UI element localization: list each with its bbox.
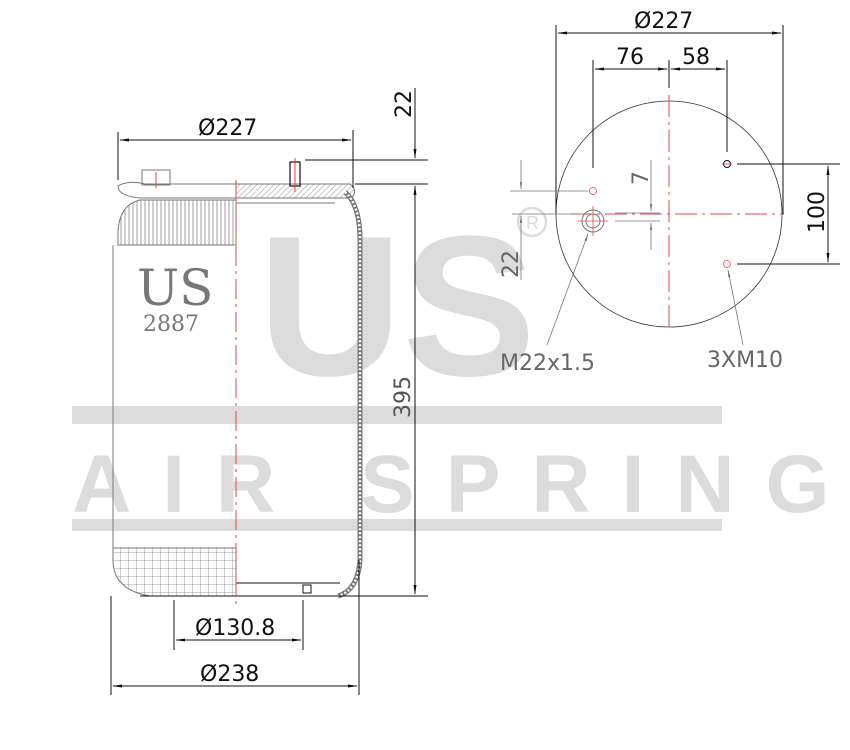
watermark-bar-bottom <box>72 519 722 531</box>
dim-piston-diameter: Ø130.8 <box>195 616 275 641</box>
dim-offset-right: 58 <box>682 45 710 70</box>
brand-label: US <box>137 259 213 317</box>
dim-offset-left: 76 <box>616 45 644 70</box>
bolt-hole <box>589 187 597 195</box>
watermark-logo: US <box>258 195 536 418</box>
dim-offset-vertical: 22 <box>499 250 524 278</box>
watermark-tagline: AIR SPRING <box>72 439 850 530</box>
dim-plate-diameter: Ø227 <box>634 9 693 34</box>
dim-max-diameter: Ø238 <box>200 662 259 687</box>
registered-mark-icon <box>516 206 548 238</box>
model-number: 2887 <box>143 312 199 337</box>
callout-air-fitting: M22x1.5 <box>500 351 595 376</box>
dim-top-diameter: Ø227 <box>198 116 257 141</box>
dim-stud-height: 22 <box>392 90 417 118</box>
dim-offset-small: 7 <box>629 171 654 185</box>
watermark: US R AIR SPRING <box>72 195 850 531</box>
top-view: Ø227 76 58 7 22 100 M22x1.5 3XM10 <box>499 9 840 376</box>
callout-bolts: 3XM10 <box>707 348 783 373</box>
side-view: US 2887 Ø227 22 395 Ø130.8 Ø238 <box>110 88 428 695</box>
registered-r: R <box>526 213 539 233</box>
watermark-bar-top <box>72 406 722 424</box>
bolt-hole <box>723 260 731 268</box>
dim-bolt-spacing: 100 <box>805 191 830 233</box>
dim-overall-height: 395 <box>391 376 416 418</box>
